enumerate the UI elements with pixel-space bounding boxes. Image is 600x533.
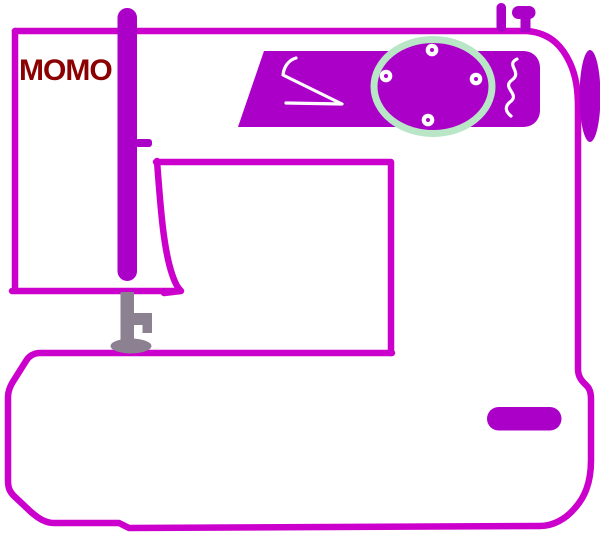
zigzag-stitch-icon — [281, 56, 344, 106]
spool-pin-knob-icon — [512, 6, 536, 32]
base-button — [487, 407, 562, 431]
pattern-dial — [370, 36, 496, 137]
arm-window-outline — [152, 158, 395, 357]
thread-guide — [135, 139, 152, 147]
dial-eyelets — [379, 43, 483, 127]
presser-foot-assembly — [110, 292, 152, 354]
needle-bar — [117, 8, 137, 281]
brand-label: MOMO — [19, 54, 113, 87]
spool-pin-icon — [496, 3, 506, 32]
squiggle-stitch-icon — [504, 57, 519, 118]
hand-wheel — [579, 50, 600, 142]
left-panel-outline — [8, 27, 183, 295]
arm-window-left-curve — [153, 157, 185, 297]
machine-body-outline — [4, 27, 595, 532]
